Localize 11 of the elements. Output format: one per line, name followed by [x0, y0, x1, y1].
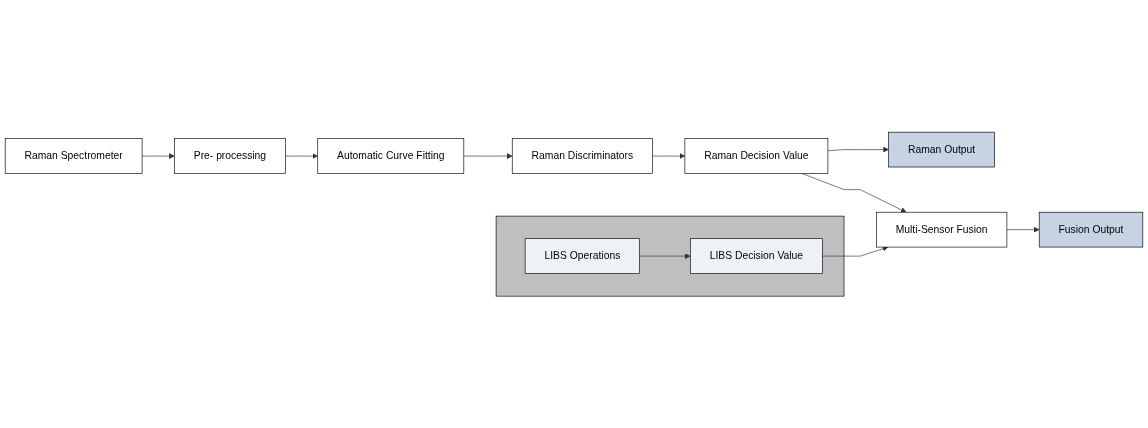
node-box: Fusion Output	[1038, 211, 1144, 248]
node-box: Automatic Curve Fitting	[317, 138, 465, 174]
node-box: Multi-Sensor Fusion	[876, 211, 1008, 248]
node-box: LIBS Decision Value	[690, 238, 823, 274]
node-box: Raman Output	[888, 131, 995, 168]
node-box: Raman Decision Value	[684, 138, 829, 174]
node-box: Raman Discriminators	[511, 138, 653, 174]
node-box: Raman Spectrometer	[4, 138, 143, 174]
cluster	[495, 215, 845, 297]
node-box: Pre- processing	[174, 138, 286, 174]
node-box: LIBS Operations	[524, 238, 640, 274]
